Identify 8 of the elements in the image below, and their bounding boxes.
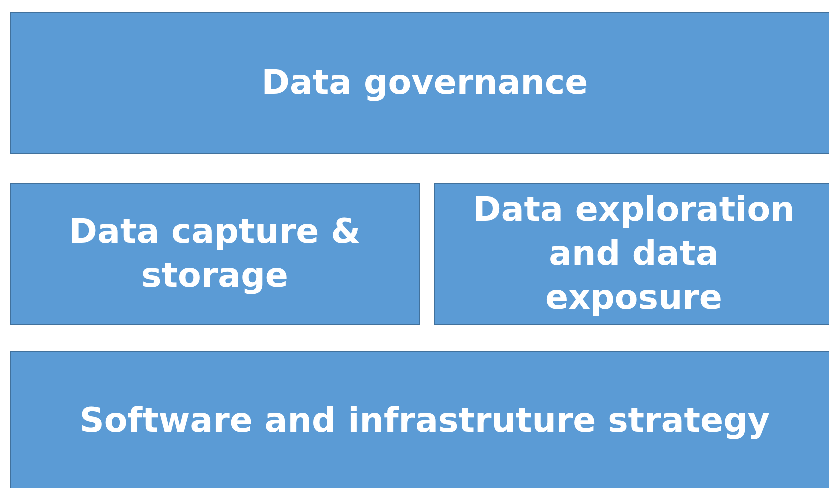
layer-box <box>10 12 829 154</box>
layer-label: Software and infrastruture strategy <box>80 400 770 443</box>
layer-box <box>10 183 420 325</box>
layer-label: Data capture & storage <box>68 210 362 298</box>
layer-box <box>434 183 829 325</box>
layer-box <box>10 351 829 488</box>
layer-label: Data governance <box>262 62 588 105</box>
layer-label: Data exploration and data exposure <box>472 188 796 320</box>
